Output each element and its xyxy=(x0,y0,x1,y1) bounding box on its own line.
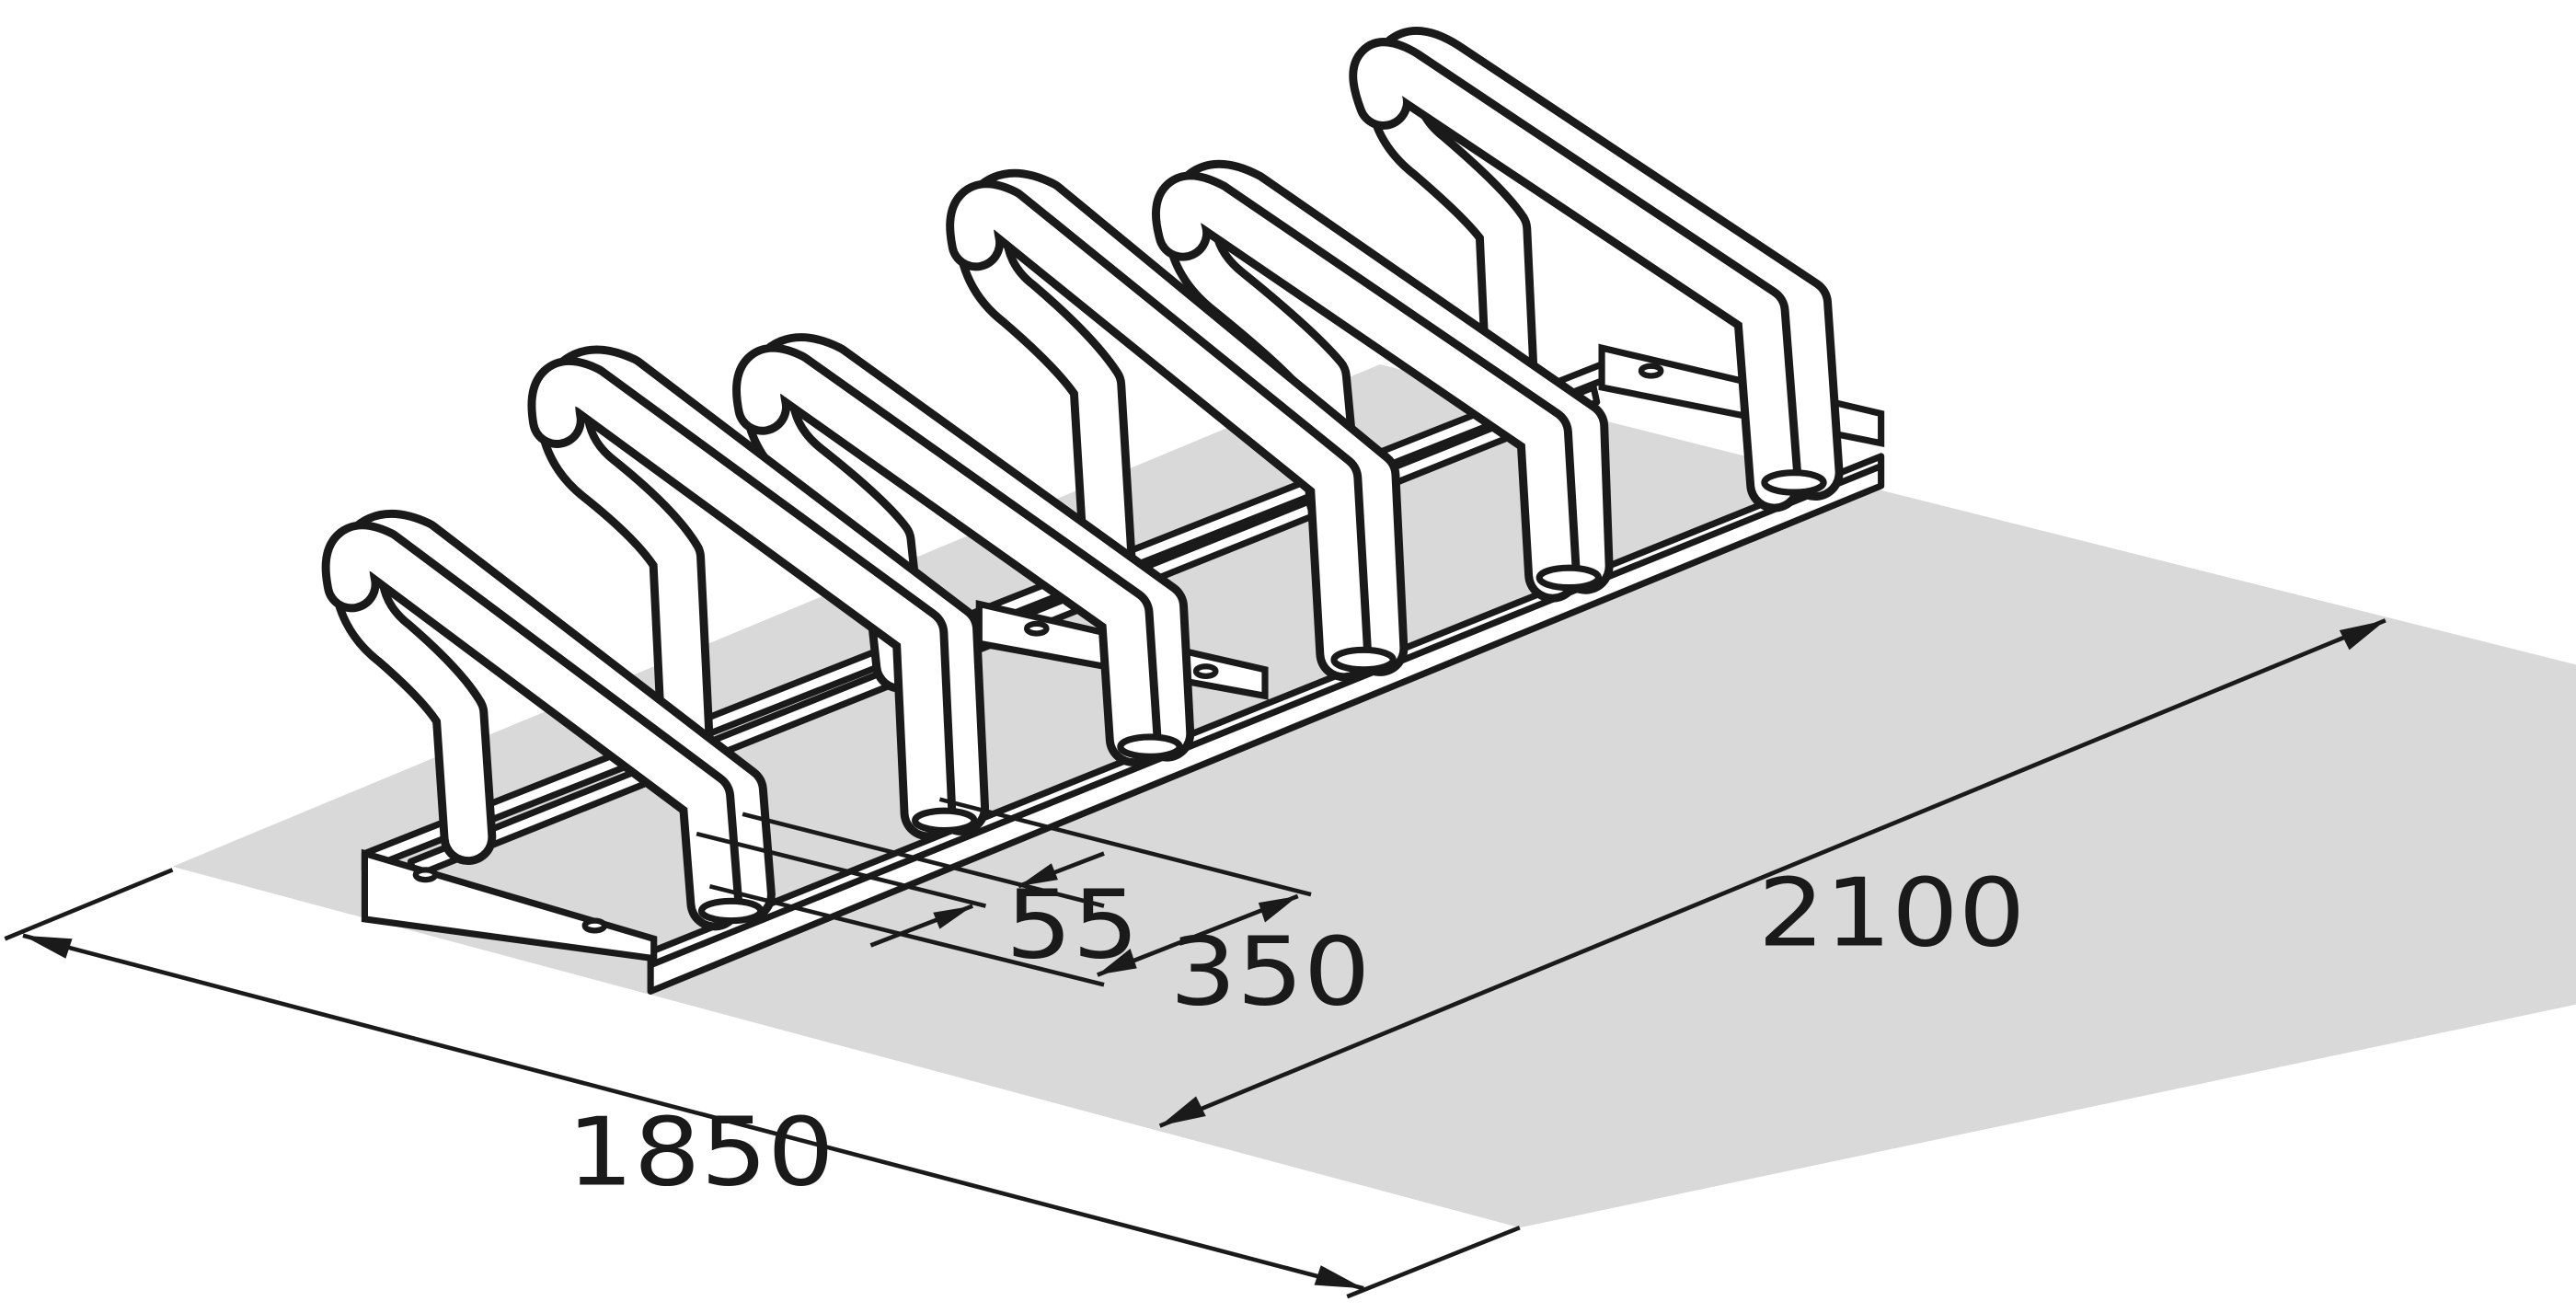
dimension-length: 2100 xyxy=(1158,618,2386,1128)
dimension-label-tube-gap: 55 xyxy=(1006,870,1139,980)
end-plate-left xyxy=(361,848,658,962)
plate-hole xyxy=(581,917,608,934)
dimension-bay-spacing: 350 xyxy=(708,797,1371,1027)
floor-footprint xyxy=(172,363,2576,1228)
dimension-label-depth: 1850 xyxy=(567,1097,834,1207)
plate-hole xyxy=(1638,363,1664,379)
dimension-tube-gap: 55 xyxy=(696,812,1139,980)
plate-hole xyxy=(412,867,439,883)
bike-holder xyxy=(732,333,1195,767)
bike-holder xyxy=(1349,27,1844,513)
bike-holders xyxy=(321,27,1844,931)
bike-holder xyxy=(946,168,1409,682)
plate-hole xyxy=(1192,663,1219,680)
dimension-depth: 1850 xyxy=(4,868,1521,1299)
bike-holder xyxy=(1152,159,1614,603)
dimension-label-bay-spacing: 350 xyxy=(1169,916,1370,1027)
foot-pads xyxy=(697,469,1827,925)
plate-hole xyxy=(1023,620,1050,637)
dimension-label-length: 2100 xyxy=(1758,858,2026,968)
bike-holder xyxy=(321,510,776,931)
bike-holder xyxy=(527,345,989,841)
